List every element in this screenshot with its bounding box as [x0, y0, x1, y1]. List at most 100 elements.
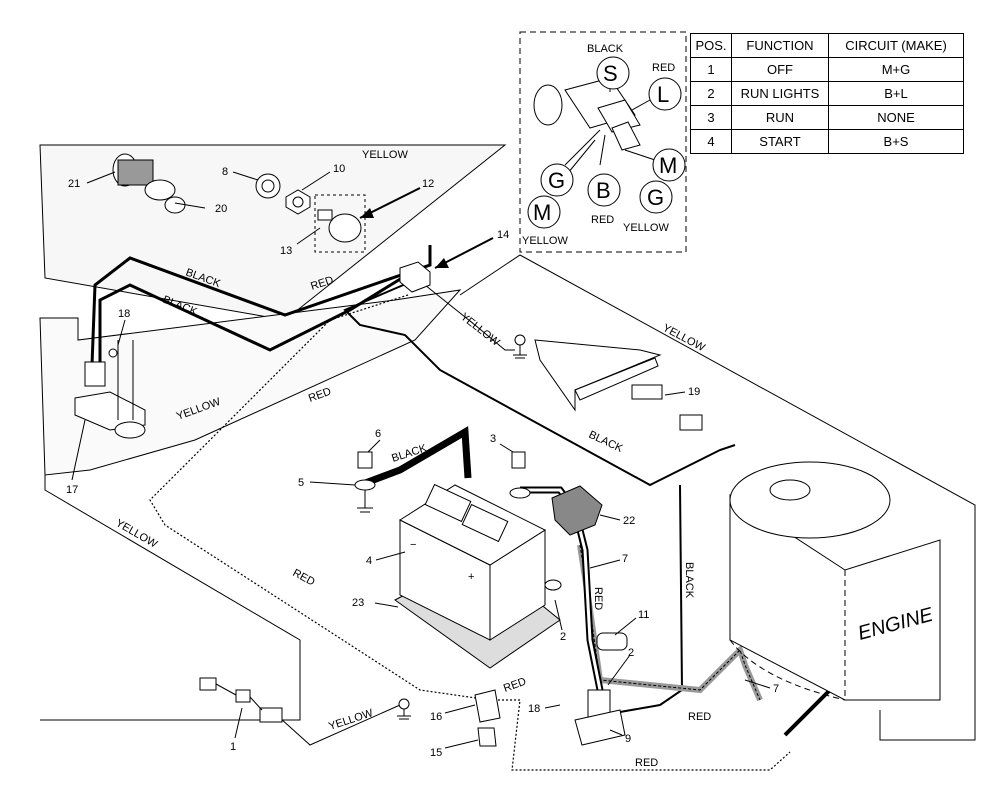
- wire-label-yellow-right: YELLOW: [661, 322, 708, 354]
- part-13: 13: [280, 245, 292, 257]
- terminal-s: [596, 56, 630, 90]
- chassis-outline-right: [459, 254, 976, 741]
- detail-yellow-left-label: YELLOW: [522, 235, 568, 247]
- part-10: 10: [333, 163, 345, 175]
- wire-label-red-left: RED: [291, 567, 317, 589]
- table-cell: 3: [690, 105, 732, 130]
- light-socket: [74, 340, 146, 439]
- yellow-wire-conn: [424, 284, 515, 351]
- detail-red-bottom-label: RED: [591, 214, 614, 226]
- terminal-g1: [540, 163, 574, 197]
- table-cell: RUN: [731, 105, 829, 130]
- leader-lines: [71, 171, 771, 749]
- ground-symbol-harness: [397, 698, 411, 720]
- table-cell: 1: [690, 57, 732, 82]
- wire-harness: [199, 677, 283, 723]
- solenoid: [574, 689, 626, 746]
- wire-label-black-vert: BLACK: [683, 562, 695, 599]
- table-header-row: POS. FUNCTION CIRCUIT (MAKE): [690, 33, 964, 58]
- terminal-g2-label: G: [647, 185, 664, 210]
- part-1: 1: [230, 741, 236, 753]
- terminal-g2: [639, 180, 673, 214]
- part-6: 6: [375, 428, 381, 440]
- part-7a: 7: [622, 553, 628, 565]
- red-wire-loop: [149, 294, 491, 701]
- terminal-b: [587, 173, 621, 207]
- part-4: 4: [366, 555, 372, 567]
- yellow-wire-bottom: [279, 704, 401, 746]
- detail-red-top-label: RED: [652, 62, 675, 74]
- wire-label-yellow-top: YELLOW: [362, 149, 408, 161]
- part-5: 5: [298, 477, 304, 489]
- terminal-b-label: B: [596, 178, 611, 203]
- detail-black-label: BLACK: [587, 43, 624, 55]
- table-cell: 2: [690, 81, 732, 106]
- negative-cable: [358, 426, 472, 489]
- table-row: 3 RUN NONE: [690, 105, 964, 130]
- table-row: 1 OFF M+G: [690, 57, 964, 82]
- wire-label-red-lower: RED: [688, 711, 711, 723]
- switch-position-table: POS. FUNCTION CIRCUIT (MAKE) 1 OFF M+G 2…: [690, 33, 964, 154]
- part-16: 16: [430, 711, 442, 723]
- table-cell: B+L: [828, 81, 964, 106]
- part-18b: 18: [528, 703, 540, 715]
- battery: [394, 483, 561, 669]
- headlight-bulb: [112, 153, 186, 214]
- terminal-m1-label: M: [659, 153, 677, 178]
- table-cell: RUN LIGHTS: [731, 81, 829, 106]
- terminal-m2-label: M: [533, 200, 551, 225]
- part-14: 14: [497, 229, 509, 241]
- terminal-l-label: L: [657, 82, 669, 107]
- black-wire-engine: [619, 484, 684, 713]
- part-17: 17: [66, 484, 78, 496]
- ignition-bezel: [255, 173, 311, 215]
- part-11: 11: [638, 609, 649, 621]
- battery-plus: +: [468, 571, 474, 583]
- part-9: 9: [625, 733, 631, 745]
- engine: [729, 461, 941, 701]
- wire-label-red-bottom: RED: [502, 676, 528, 695]
- terminal-circles: [527, 56, 686, 229]
- terminal-s-label: S: [603, 61, 618, 86]
- switch-detail-box: [519, 31, 687, 253]
- part-20: 20: [215, 203, 227, 215]
- table-cell: OFF: [731, 57, 829, 82]
- table-header: FUNCTION: [731, 33, 829, 58]
- table-header: POS.: [690, 33, 732, 58]
- ground-symbol-bracket: [513, 334, 527, 359]
- part-8: 8: [222, 166, 228, 178]
- wire-label-yellow-conn: YELLOW: [458, 311, 502, 349]
- terminal-boot: [551, 485, 603, 536]
- wire-label-red-base: RED: [635, 757, 658, 769]
- wire-label-yellow-bottom: YELLOW: [327, 707, 375, 733]
- red-wire-bottom: [490, 699, 791, 771]
- part-numbers: 21 20 8 10 12 13 14 18 17 6 3 5 4 23 22 …: [66, 163, 779, 759]
- part-23: 23: [352, 597, 364, 609]
- ignition-switch-small: [314, 194, 366, 253]
- chassis-outline-left: [40, 475, 301, 721]
- table-cell: M+G: [828, 57, 964, 82]
- starter-wire: [783, 688, 832, 737]
- leader-arrowheads: [360, 208, 449, 268]
- switch-connector: [399, 261, 431, 293]
- table-cell: NONE: [828, 105, 964, 130]
- wire-label-red-mid: RED: [307, 386, 333, 405]
- terminal-m2: [527, 195, 561, 229]
- part-2b: 2: [628, 647, 634, 659]
- table-cell: START: [731, 129, 829, 154]
- black-wire-top: [90, 245, 432, 366]
- battery-hardware: [354, 451, 562, 591]
- part-3: 3: [490, 433, 496, 445]
- table-header: CIRCUIT (MAKE): [828, 33, 964, 58]
- table-cell: B+S: [828, 129, 964, 154]
- wire-label-red-vert: RED: [592, 587, 604, 610]
- ground-symbol-battery: [357, 490, 373, 513]
- terminal-m1: [652, 148, 686, 182]
- terminal-cover: [596, 632, 628, 651]
- table-row: 4 START B+S: [690, 129, 964, 154]
- table-cell: 4: [690, 129, 732, 154]
- part-21: 21: [68, 178, 80, 190]
- detail-yellow-right-label: YELLOW: [623, 222, 669, 234]
- part-19: 19: [688, 386, 700, 398]
